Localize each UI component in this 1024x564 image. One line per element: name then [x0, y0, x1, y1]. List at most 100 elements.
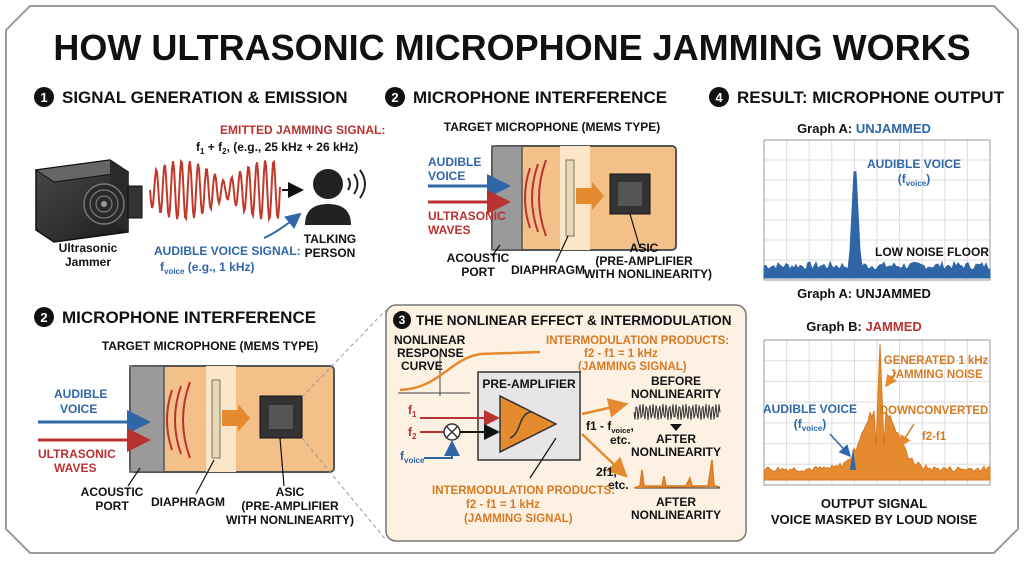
spectrum-small	[633, 459, 721, 489]
graph-b-spectrum	[763, 343, 991, 481]
person-label-line1: TALKING	[304, 232, 356, 246]
curve-label-2: RESPONSE	[397, 346, 464, 360]
graph-b-gen-pointer	[885, 371, 897, 388]
after2-label-1: AFTER	[656, 495, 696, 509]
output-2-label: 2f1,	[596, 465, 617, 479]
jammer-label-line2: Jammer	[65, 255, 111, 269]
curve-label-3: CURVE	[401, 359, 443, 373]
top-acoustic-pointer	[491, 244, 501, 257]
jamming-waveform	[149, 158, 281, 223]
bottom-acoustic-pointer	[127, 467, 141, 487]
section-3-title: THE NONLINEAR EFFECT & INTERMODULATION	[416, 313, 731, 328]
amp-output-arrow-1	[581, 398, 629, 418]
imp-bottom-label-2: f2 - f1 = 1 kHz	[466, 499, 540, 511]
section-2-bottom-target: TARGET MICROPHONE (MEMS TYPE)	[102, 339, 318, 353]
imp-top-label-1: INTERMODULATION PRODUCTS:	[546, 335, 729, 347]
graph-a-spectrum	[763, 171, 991, 279]
bottom-audible-label-2: VOICE	[60, 402, 97, 416]
f2-input-label: f2	[408, 425, 417, 441]
amplifier-triangle	[499, 394, 558, 454]
after-label-2: NONLINEARITY	[631, 445, 721, 459]
section-2-top-title: MICROPHONE INTERFERENCE	[413, 88, 667, 107]
graph-a-voice-label: AUDIBLE VOICE	[867, 157, 961, 171]
top-asic-label-3: WITH NONLINEARITY)	[584, 267, 712, 281]
section-1-number: 1	[40, 90, 47, 105]
section-4-title: RESULT: MICROPHONE OUTPUT	[737, 88, 1005, 107]
section-4-number: 4	[715, 90, 723, 105]
graph-a-voice-freq: (fvoice)	[898, 172, 930, 188]
graph-b-gen-label-1: GENERATED 1 kHz	[884, 355, 989, 367]
output-caption-2: VOICE MASKED BY LOUD NOISE	[771, 512, 978, 527]
bottom-acoustic-label-2: PORT	[95, 499, 129, 513]
section-3-number: 3	[399, 313, 406, 327]
bottom-diaphragm-label: DIAPHRAGM	[151, 495, 225, 509]
bottom-audible-label-1: AUDIBLE	[54, 387, 107, 401]
top-diaphragm-pointer	[555, 235, 569, 263]
imp-bottom-label-1: INTERMODULATION PRODUCTS:	[432, 485, 615, 497]
top-ultrasonic-label-2: WAVES	[428, 223, 470, 237]
top-acoustic-label-2: PORT	[461, 265, 495, 279]
section-2-top: 2 MICROPHONE INTERFERENCE TARGET MICROPH…	[385, 87, 712, 281]
graph-b-voice-peak	[850, 448, 856, 470]
section-1-number-badge	[34, 87, 54, 107]
bottom-asic-label-1: ASIC	[276, 485, 305, 499]
section-2-top-target: TARGET MICROPHONE (MEMS TYPE)	[444, 120, 660, 134]
speaker-box-icon	[34, 159, 143, 243]
top-diaphragm-label: DIAPHRAGM	[511, 263, 585, 277]
bottom-asic-pointer	[279, 437, 285, 487]
top-asic-pointer	[629, 213, 641, 249]
f1-input-label: f1	[408, 403, 417, 419]
before-nonlinearity-waveform	[633, 403, 721, 421]
person-label-line2: PERSON	[305, 246, 356, 260]
section-4: 4 RESULT: MICROPHONE OUTPUT Graph A: UNJ…	[709, 87, 1005, 527]
emitted-signal-label: EMITTED JAMMING SIGNAL:	[220, 123, 385, 137]
top-acoustic-label-1: ACOUSTIC	[447, 251, 510, 265]
graph-b-heading: Graph B: JAMMED	[806, 319, 922, 334]
fvoice-input-label: fvoice	[400, 449, 425, 465]
curve-label-1: NONLINEAR	[394, 333, 466, 347]
graph-b-voice-label: AUDIBLE VOICE	[763, 402, 857, 416]
imp-top-label-2: f2 - f1 = 1 kHz	[584, 348, 658, 360]
graph-a-grid	[764, 140, 990, 280]
section-2-bottom-number: 2	[40, 310, 47, 325]
section-1: 1 SIGNAL GENERATION & EMISSION EMITTED J…	[34, 87, 385, 276]
top-asic-label-1: ASIC	[630, 241, 659, 255]
section-1-title: SIGNAL GENERATION & EMISSION	[62, 88, 348, 107]
bottom-acoustic-label-1: ACOUSTIC	[81, 485, 144, 499]
down-arrow-icon	[670, 424, 682, 431]
graph-a-frame	[763, 139, 991, 281]
jammer-label-line1: Ultrasonic	[59, 241, 118, 255]
output-1-label: f1 - fvoice,	[586, 419, 634, 435]
graph-a-noise-floor: LOW NOISE FLOOR	[875, 245, 989, 259]
bottom-ultrasonic-label-1: ULTRASONIC	[38, 447, 116, 461]
top-ultrasonic-label-1: ULTRASONIC	[428, 209, 506, 223]
section-2-top-number-badge	[385, 87, 405, 107]
graph-b-voice-pointer	[829, 433, 852, 458]
section-2-bottom-number-badge	[34, 307, 54, 327]
amp-output-arrow-2	[581, 433, 628, 478]
emitted-signal-frequencies: f1 + f2, (e.g., 25 kHz + 26 kHz)	[196, 140, 358, 156]
mixer-icon	[443, 423, 461, 441]
bottom-asic-label-2: (PRE-AMPLIFIER	[241, 499, 339, 513]
zoom-guide-top	[301, 309, 387, 398]
after-label-1: AFTER	[656, 432, 696, 446]
graph-b-gen-label-2: JAMMING NOISE	[889, 369, 983, 381]
imp-bottom-label-3: (JAMMING SIGNAL)	[464, 513, 573, 525]
output-caption-1: OUTPUT SIGNAL	[821, 496, 927, 511]
imp-bottom-pointer	[529, 437, 557, 479]
page-title: HOW ULTRASONIC MICROPHONE JAMMING WORKS	[53, 27, 970, 68]
graph-a-heading: Graph A: UNJAMMED	[797, 121, 931, 136]
output-1-etc: etc.	[610, 433, 631, 447]
top-audible-label-2: VOICE	[428, 169, 465, 183]
top-asic-label-2: (PRE-AMPLIFIER	[595, 254, 693, 268]
graph-b-down-label-2: f2-f1	[922, 431, 947, 443]
mems-microphone-top	[491, 145, 677, 251]
top-audible-label-1: AUDIBLE	[428, 155, 481, 169]
imp-top-label-3: (JAMMING SIGNAL)	[578, 361, 687, 373]
voice-signal-arrow	[263, 212, 302, 239]
talking-person-icon	[305, 169, 366, 225]
bottom-ultrasonic-label-2: WAVES	[54, 461, 96, 475]
nonlinear-response-curve	[399, 350, 541, 392]
